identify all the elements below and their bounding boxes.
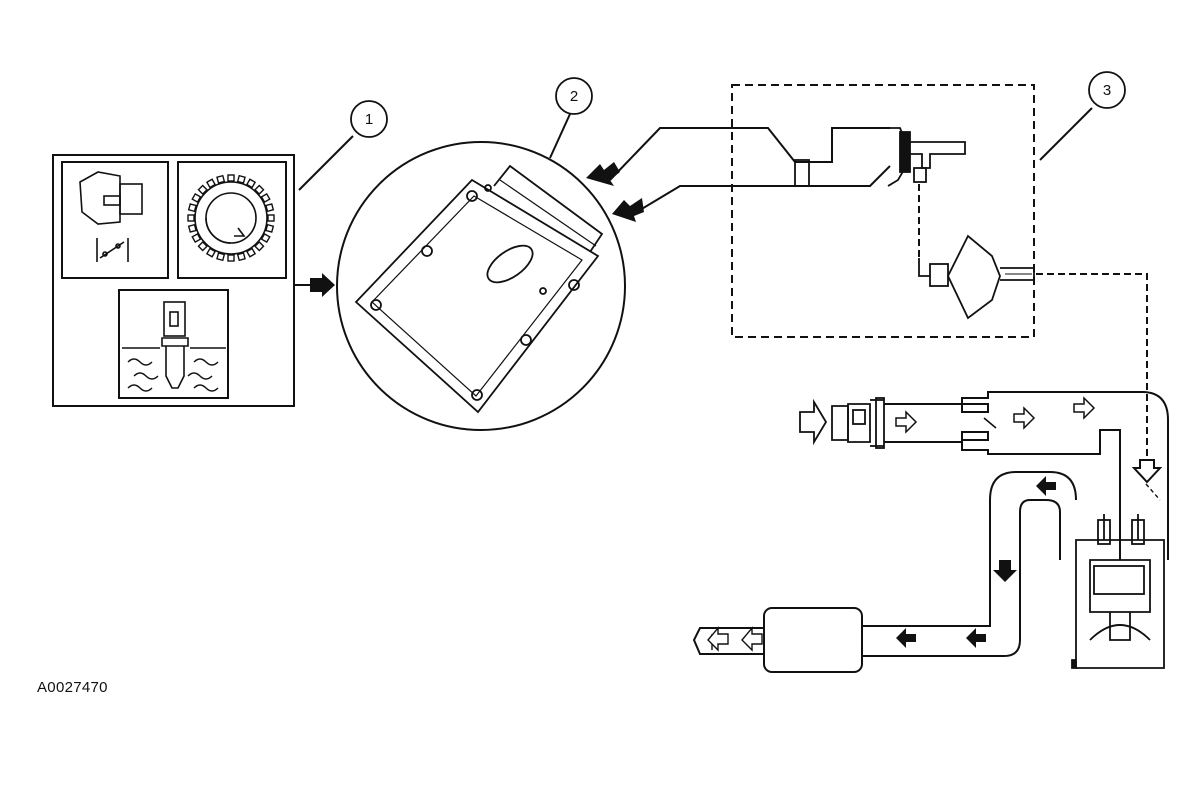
reluctor-ring-icon: [194, 181, 268, 255]
reluctor-tooth: [254, 184, 265, 195]
sensor-inputs-group: [52, 135, 354, 407]
callout-1: 1: [350, 100, 388, 138]
coolant-wave-icon: [127, 358, 219, 392]
reluctor-tooth: [205, 178, 217, 189]
reluctor-tooth: [205, 247, 217, 258]
callout-2-label: 2: [570, 88, 578, 105]
egr-valve-actuator-icon: [929, 234, 1035, 320]
exhaust-out-arrow-icon: [741, 626, 763, 652]
reluctor-tooth: [236, 174, 246, 184]
reluctor-tooth: [197, 184, 208, 195]
reluctor-tooth: [265, 203, 275, 213]
coolant-temperature-sensor-icon: [122, 301, 226, 389]
exhaust-flow-arrow-icon: [1036, 476, 1056, 496]
figure-id: A0027470: [37, 679, 108, 696]
intake-flow-arrow-icon: [895, 410, 918, 434]
reluctor-tooth: [187, 214, 195, 222]
reluctor-tooth: [187, 223, 197, 233]
reluctor-tooth: [187, 203, 197, 213]
reluctor-tooth: [216, 252, 226, 262]
throttle-body-icon: [831, 397, 885, 449]
reluctor-teeth: [187, 174, 275, 262]
reluctor-tooth: [227, 254, 235, 262]
harness-arrow-lower-icon: [612, 198, 644, 222]
reluctor-tooth: [245, 247, 257, 258]
engine-cylinder-icon: [1071, 514, 1165, 669]
pcm-magnifier-circle: [336, 141, 626, 431]
coolant-sensor-panel: [118, 289, 229, 399]
reluctor-tooth: [245, 178, 257, 189]
reluctor-tooth: [191, 192, 202, 204]
reluctor-tooth: [191, 232, 202, 244]
reluctor-tooth: [197, 241, 208, 252]
pcm-module-icon: [354, 164, 604, 414]
exhaust-flow-arrow-icon: [966, 628, 986, 648]
vacuum-link-arrow-icon: [1131, 459, 1163, 484]
egr-control-dashed-box: [731, 84, 1035, 338]
reluctor-tooth: [227, 174, 235, 182]
reluctor-tooth: [260, 232, 271, 244]
reluctor-tooth: [216, 174, 226, 184]
reluctor-tooth: [236, 252, 246, 262]
reluctor-tooth: [265, 223, 275, 233]
intake-flow-arrow-icon: [1013, 406, 1036, 430]
exhaust-out-arrow-icon: [707, 626, 729, 652]
crank-sensor-panel: [177, 161, 287, 279]
intake-flow-arrow-icon: [1073, 396, 1096, 420]
egr-control-group: [586, 84, 1163, 484]
catalytic-converter: [763, 607, 863, 673]
callout-2: 2: [555, 77, 593, 115]
engine-airflow-group: [692, 391, 1169, 673]
exhaust-flow-arrow-icon: [993, 560, 1017, 582]
harness-arrow-upper-icon: [586, 162, 620, 186]
reluctor-tooth: [260, 192, 271, 204]
intake-air-arrow-icon: [799, 398, 828, 446]
throttle-position-sensor-icon: [79, 171, 143, 262]
sensor-inputs-box: [52, 154, 295, 407]
throttle-position-sensor-panel: [61, 161, 169, 279]
callout-3-label: 3: [1103, 82, 1111, 99]
reluctor-tooth: [267, 214, 275, 222]
evr-solenoid-icon: [794, 127, 966, 187]
input-arrow-icon: [310, 273, 335, 297]
callout-1-label: 1: [365, 111, 373, 128]
exhaust-flow-arrow-icon: [896, 628, 916, 648]
reluctor-tooth: [254, 241, 265, 252]
callout-3: 3: [1088, 71, 1126, 109]
pcm-group: [336, 113, 626, 431]
